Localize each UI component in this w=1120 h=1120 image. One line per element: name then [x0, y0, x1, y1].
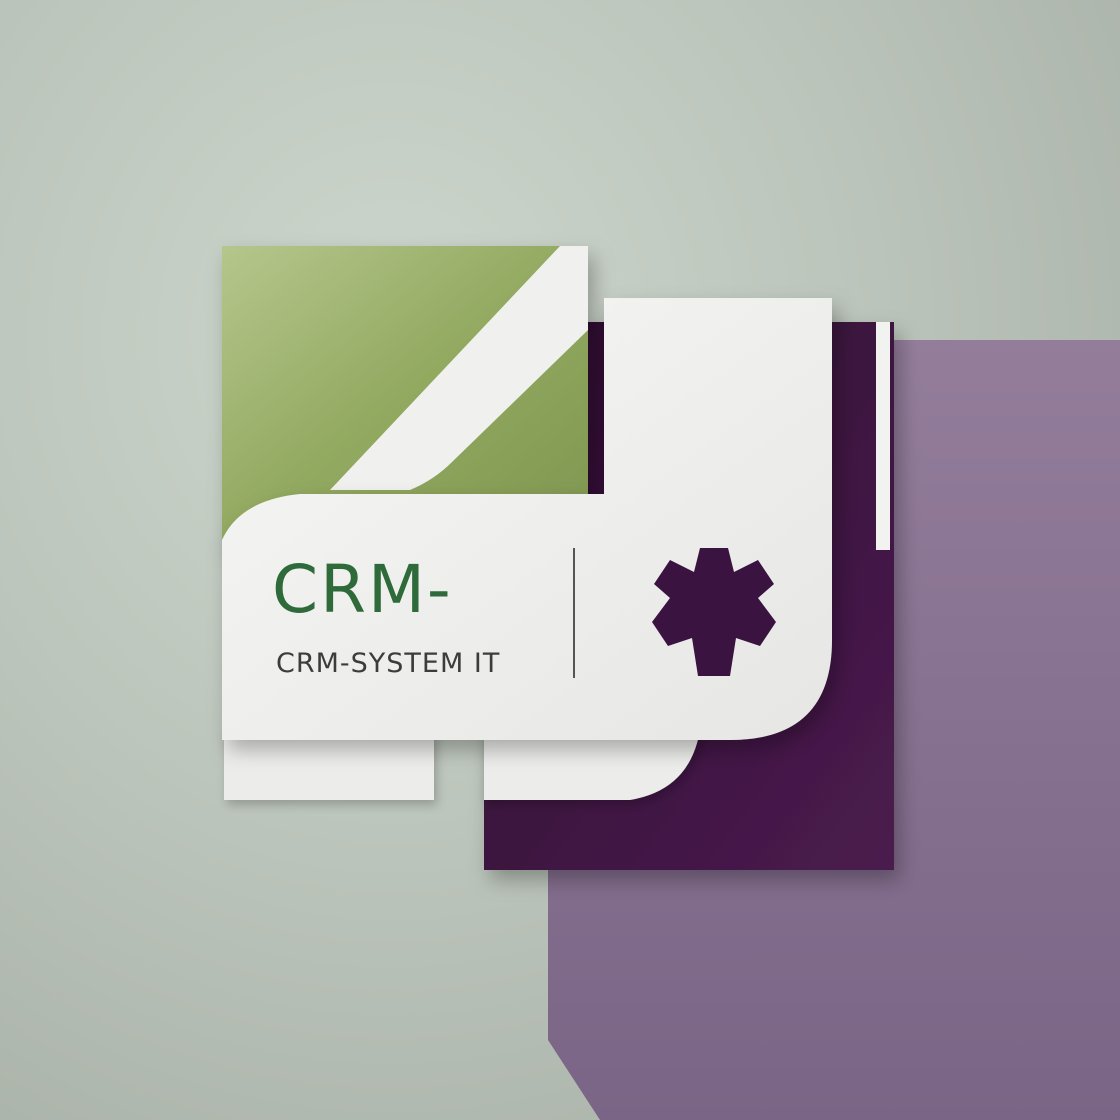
- logo-title: CRM-: [272, 551, 453, 628]
- logo-subtitle: CRM-SYSTEM IT: [276, 648, 501, 679]
- gear-icon: [652, 548, 776, 676]
- lilac-background-block: [548, 340, 1120, 1120]
- white-legs: [224, 730, 700, 800]
